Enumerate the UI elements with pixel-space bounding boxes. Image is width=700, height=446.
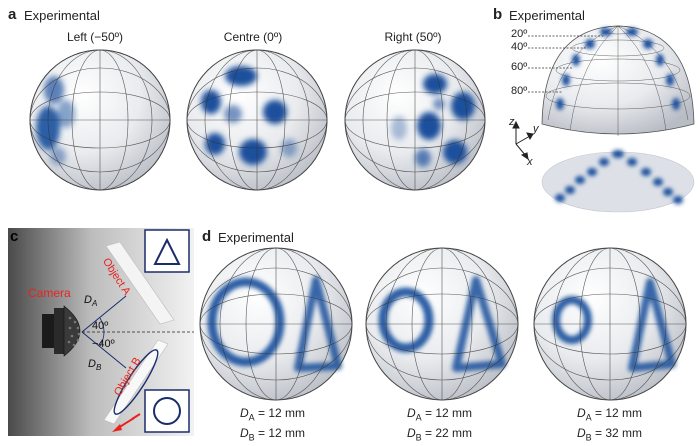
equals: = xyxy=(421,406,436,420)
distance-b-label: DB xyxy=(88,358,101,372)
panel-b-title: Experimental xyxy=(509,8,585,23)
d-symbol: D xyxy=(577,426,586,441)
caption-d3-db-value: 32 mm xyxy=(605,426,643,441)
angle-top-label: 40º xyxy=(92,320,109,332)
panel-a-title: Experimental xyxy=(24,8,100,23)
sub-a: A xyxy=(415,412,422,423)
panel-a-label-centre: Centre (0º) xyxy=(223,30,283,44)
distance-a-label: DA xyxy=(84,294,97,308)
caption-d1-da-value: 12 mm xyxy=(268,406,306,420)
distance-b-symbol: D xyxy=(88,358,96,370)
caption-d1-b: DB = 12 mm xyxy=(240,425,305,445)
d-symbol: D xyxy=(240,406,249,420)
caption-d3: DA = 12 mm DB = 32 mm xyxy=(577,405,642,446)
axis-y-label: y xyxy=(533,123,539,135)
sub-b: B xyxy=(585,432,592,443)
caption-d2-da-value: 12 mm xyxy=(435,406,473,420)
caption-d1-a: DA = 12 mm xyxy=(240,405,305,425)
panel-b-letter: b xyxy=(493,6,503,23)
angle-label-40: 40º xyxy=(511,41,528,53)
sub-a: A xyxy=(248,412,255,423)
caption-d1: DA = 12 mm DB = 12 mm xyxy=(240,405,305,446)
angle-label-80: 80º xyxy=(511,85,528,97)
angle-label-60: 60º xyxy=(511,61,528,73)
caption-d3-b: DB = 32 mm xyxy=(577,425,642,445)
angle-bottom-label: −40º xyxy=(92,338,115,350)
equals: = xyxy=(591,406,606,420)
panel-a-label-right: Right (50º) xyxy=(384,30,442,44)
hemisphere-projection xyxy=(512,25,695,213)
sphere-d3 xyxy=(533,247,687,401)
equals: = xyxy=(254,406,269,420)
sub-b: B xyxy=(415,432,422,443)
sphere-centre-view xyxy=(186,49,328,191)
panel-c-letter: c xyxy=(10,228,19,245)
distance-a-symbol: D xyxy=(84,294,92,306)
caption-d3-a: DA = 12 mm xyxy=(577,405,642,425)
axis-x-label: x xyxy=(527,156,533,168)
distance-b-subscript: B xyxy=(95,363,102,373)
d-symbol: D xyxy=(407,406,416,420)
equals: = xyxy=(591,426,606,441)
sphere-right-view xyxy=(344,49,486,191)
d-symbol: D xyxy=(240,426,249,441)
caption-d1-db-value: 12 mm xyxy=(268,426,306,441)
sub-b: B xyxy=(248,432,255,443)
caption-d2-a: DA = 12 mm xyxy=(407,405,472,425)
camera-label: Camera xyxy=(28,286,71,300)
panel-a-letter: a xyxy=(8,6,17,23)
d-symbol: D xyxy=(577,406,586,420)
angle-label-20: 20º xyxy=(511,28,528,40)
panel-c-photo xyxy=(8,228,194,436)
caption-d2-db-value: 22 mm xyxy=(435,426,473,441)
axis-z-label: z xyxy=(509,116,515,128)
caption-d2: DA = 12 mm DB = 22 mm xyxy=(407,405,472,446)
equals: = xyxy=(254,426,269,441)
panel-d-letter: d xyxy=(202,228,212,245)
d-symbol: D xyxy=(407,426,416,441)
sub-a: A xyxy=(585,412,592,423)
caption-d2-b: DB = 22 mm xyxy=(407,425,472,445)
sphere-d1 xyxy=(199,247,353,401)
equals: = xyxy=(421,426,436,441)
sphere-left-view xyxy=(29,49,171,191)
panel-d-title: Experimental xyxy=(218,230,294,245)
panel-a-label-left: Left (−50º) xyxy=(66,30,124,44)
distance-a-subscript: A xyxy=(91,299,98,309)
sphere-d2 xyxy=(365,247,519,401)
caption-d3-da-value: 12 mm xyxy=(605,406,643,420)
